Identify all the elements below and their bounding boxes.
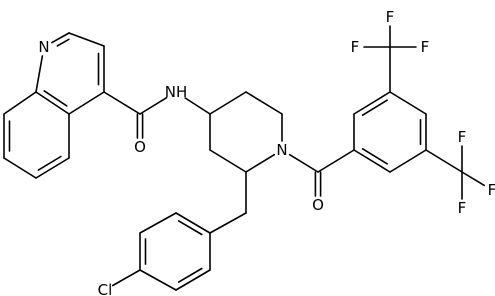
bond-line [177, 267, 203, 283]
bond-line [389, 149, 427, 173]
bond-line [51, 32, 70, 44]
amide-nitrogen-label: NH [165, 83, 188, 101]
fluorine-label: F [421, 38, 430, 56]
aroyl-oxygen-label: O [312, 196, 324, 214]
fluorine-label: F [458, 199, 467, 217]
quinoline-nitrogen-label: N [38, 38, 49, 56]
bond-line [68, 32, 105, 47]
bond-line [353, 91, 391, 115]
bond-line [139, 269, 177, 291]
bond-line [209, 149, 247, 173]
bond-line [175, 212, 211, 234]
bond-group [3, 25, 486, 291]
bond-line [177, 220, 203, 236]
bond-line [35, 55, 44, 93]
atom-label-group: N NH O N O Cl F F F F F F [38, 8, 495, 296]
bond-line [35, 91, 70, 115]
bond-line [209, 91, 247, 115]
bond-line [245, 91, 283, 115]
bond-line [56, 38, 70, 47]
bond-line [175, 269, 211, 291]
bond-line [361, 99, 388, 116]
bond-line [361, 148, 388, 165]
amide-oxygen-label: O [134, 138, 146, 156]
fluorine-label: F [351, 38, 360, 56]
bond-line [184, 97, 211, 115]
bond-line [317, 149, 355, 173]
bond-line [245, 153, 276, 173]
bond-line [37, 155, 62, 171]
bond-line [43, 90, 68, 107]
bond-line [353, 149, 391, 173]
piperidine-nitrogen-label: N [276, 141, 287, 159]
bond-line [425, 149, 463, 173]
bond-line [461, 171, 486, 187]
chlorine-label: Cl [98, 281, 113, 296]
bond-line [209, 212, 247, 234]
bond-line [103, 91, 141, 115]
bond-line [112, 269, 141, 287]
bond-line [139, 212, 177, 234]
fluorine-label: F [458, 128, 467, 146]
bond-line [139, 96, 168, 115]
fluorine-label: F [386, 8, 395, 26]
bond-line [288, 153, 319, 173]
bond-line [389, 91, 427, 115]
bond-line [35, 157, 70, 179]
bond-line [3, 91, 37, 115]
fluorine-label: F [488, 181, 495, 199]
bond-line [3, 157, 37, 179]
bond-line [68, 91, 105, 115]
